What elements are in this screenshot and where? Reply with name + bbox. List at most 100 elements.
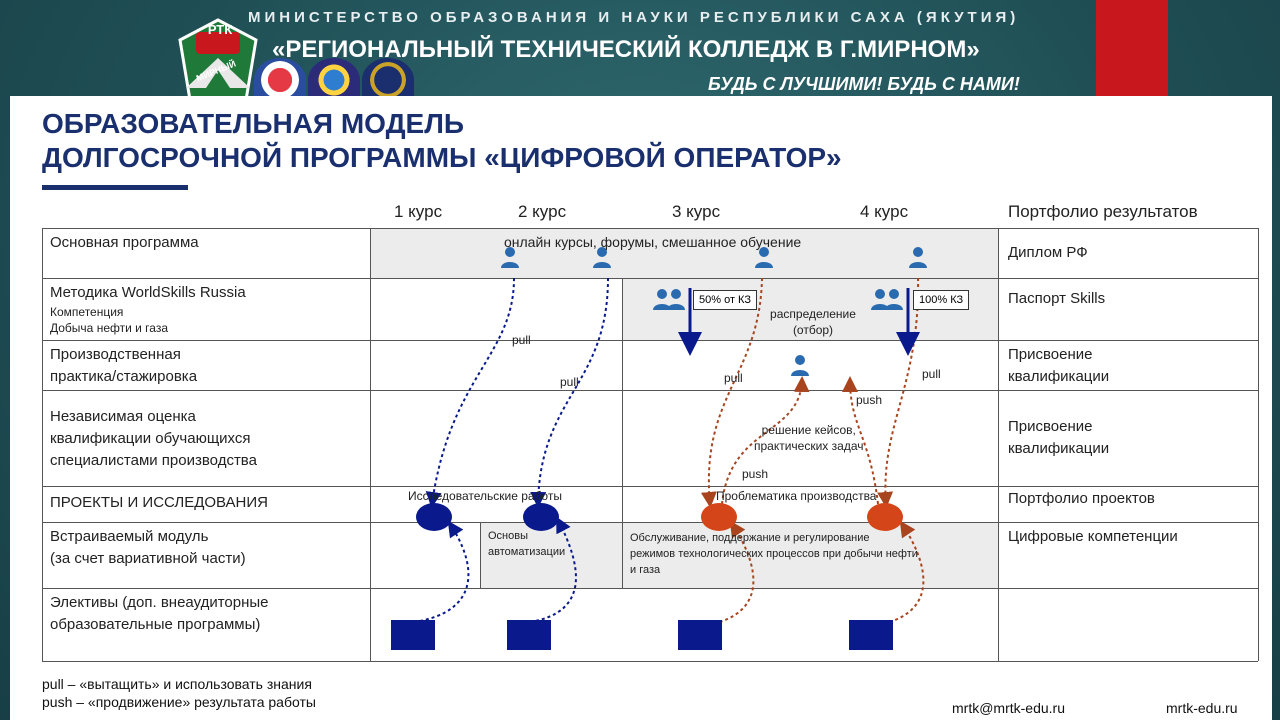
research-note: Исследовательские работы: [408, 489, 562, 503]
flow-diagram: [391, 247, 927, 650]
republic-emblem-icon: [308, 58, 360, 102]
table-row: [42, 278, 1258, 279]
problem-node-course3: [701, 503, 737, 531]
row-label-practice: Производственная практика/стажировка: [50, 344, 197, 388]
elective-block-course1: [391, 620, 435, 650]
pull-label-4: pull: [922, 367, 941, 381]
portfolio-qualification-2-line1: Присвоение: [1008, 418, 1093, 435]
row-label-worldskills-sub1: Компетенция: [50, 305, 124, 319]
ks50-box: 50% от КЗ: [693, 290, 757, 310]
push-label-1: push: [856, 393, 883, 407]
footer-site-link[interactable]: mrtk-edu.ru: [1166, 700, 1238, 716]
table-row: [42, 661, 1258, 662]
cases-line1: решение кейсов,: [761, 423, 856, 437]
automation-line1: Основы: [488, 530, 528, 542]
distribution-line2: (отбор): [792, 323, 834, 337]
portfolio-qualification-1-line2: квалификации: [1008, 368, 1110, 385]
problems-note: Проблематика производства: [716, 489, 877, 503]
table-border-right: [1258, 228, 1259, 661]
push-arrow-course3: [721, 376, 810, 505]
push-arrow-course4: [842, 376, 879, 505]
elective-block-course3: [678, 620, 722, 650]
table-divider: [622, 278, 623, 588]
portfolio-qualification-2-line2: квалификации: [1008, 440, 1110, 457]
portfolio-digital-competencies: Цифровые компетенции: [1008, 528, 1178, 545]
person-icon: [593, 247, 611, 268]
row-label-practice-line2: практика/стажировка: [50, 368, 198, 385]
pull-label-1: pull: [512, 333, 531, 347]
table-row: [42, 390, 1258, 391]
distribution-note: распределение (отбор): [768, 306, 858, 338]
cases-line2: практических задач: [754, 439, 864, 453]
service-line1: Обслуживание, поддержание и регулировани…: [630, 532, 870, 544]
problem-node-course4: [867, 503, 903, 531]
legend-pull: pull – «вытащить» и использовать знания: [42, 676, 312, 692]
service-line2: режимов технологических процессов при до…: [630, 548, 918, 560]
online-courses-note: онлайн курсы, форумы, смешанное обучение: [504, 234, 802, 250]
table-row: [42, 228, 1258, 229]
cell-main-program: [370, 228, 998, 278]
research-node-course1: [416, 503, 452, 531]
portfolio-qualification-1: Присвоение квалификации: [1008, 344, 1109, 388]
table-row: [42, 588, 1258, 589]
table-divider: [370, 228, 371, 661]
service-line3: и газа: [630, 564, 661, 576]
row-label-electives-line2: образовательные программы): [50, 616, 261, 633]
anniversary-emblem-icon: [362, 58, 414, 102]
table-row: [42, 340, 1258, 341]
portfolio-skills-passport: Паспорт Skills: [1008, 290, 1106, 307]
up-arrow-course2: [529, 516, 577, 623]
pull-label-2: pull: [560, 375, 579, 389]
pull-arrow-course2: [530, 277, 609, 508]
cases-note: решение кейсов, практических задач: [754, 422, 863, 454]
row-label-module-line1: Встраиваемый модуль: [50, 528, 209, 545]
portfolio-projects: Портфолио проектов: [1008, 490, 1155, 507]
column-header-course1: 1 курс: [394, 202, 443, 221]
slide-title-line1: ОБРАЗОВАТЕЛЬНАЯ МОДЕЛЬ: [42, 108, 464, 139]
portfolio-diploma: Диплом РФ: [1008, 244, 1088, 261]
college-title: «РЕГИОНАЛЬНЫЙ ТЕХНИЧЕСКИЙ КОЛЛЕДЖ В Г.МИ…: [272, 36, 980, 63]
slide-title-line2: ДОЛГОСРОЧНОЙ ПРОГРАММЫ «ЦИФРОВОЙ ОПЕРАТО…: [42, 142, 842, 173]
up-arrow-course1: [413, 520, 470, 623]
row-label-module: Встраиваемый модуль (за счет вариативной…: [50, 526, 246, 570]
row-label-practice-line1: Производственная: [50, 346, 181, 363]
footer-email-link[interactable]: mrtk@mrtk-edu.ru: [952, 700, 1065, 716]
slide-panel: ОБРАЗОВАТЕЛЬНАЯ МОДЕЛЬ ДОЛГОСРОЧНОЙ ПРОГ…: [10, 96, 1272, 720]
table-divider: [998, 228, 999, 661]
column-header-course3: 3 курс: [672, 202, 721, 221]
row-label-assessment-line2: квалификации обучающихся: [50, 430, 251, 447]
row-label-module-line2: (за счет вариативной части): [50, 550, 246, 567]
row-label-worldskills-sub2: Добыча нефти и газа: [50, 321, 169, 335]
column-header-course4: 4 курс: [860, 202, 909, 221]
table-divider: [480, 522, 481, 588]
automation-note: Основы автоматизации: [488, 528, 565, 560]
distribution-line1: распределение: [770, 307, 856, 321]
portfolio-qualification-2: Присвоение квалификации: [1008, 416, 1109, 460]
row-label-assessment: Независимая оценка квалификации обучающи…: [50, 406, 257, 472]
legend-push: push – «продвижение» результата работы: [42, 694, 316, 710]
group-icon: [871, 289, 903, 310]
person-icon: [501, 247, 519, 268]
row-label-worldskills-title: Методика WorldSkills Russia: [50, 284, 246, 301]
pull-arrow-course4: [877, 277, 920, 508]
automation-line2: автоматизации: [488, 546, 566, 558]
ministry-title: МИНИСТЕРСТВО ОБРАЗОВАНИЯ И НАУКИ РЕСПУБЛ…: [248, 9, 1020, 26]
row-label-electives: Элективы (доп. внеаудиторные образовател…: [50, 592, 269, 636]
column-header-course2: 2 курс: [518, 202, 567, 221]
table-row: [42, 522, 1258, 523]
row-label-assessment-line1: Независимая оценка: [50, 408, 196, 425]
research-node-course2: [523, 503, 559, 531]
person-icon: [791, 355, 809, 376]
person-icon: [909, 247, 927, 268]
row-label-worldskills: Методика WorldSkills Russia Компетенция …: [50, 282, 246, 336]
logo-text-top: РТК: [207, 22, 233, 37]
group-icon: [653, 289, 685, 310]
header-red-bar: [1096, 0, 1168, 96]
pull-label-3: pull: [724, 371, 743, 385]
person-icon: [755, 247, 773, 268]
push-label-2: push: [742, 467, 769, 481]
college-slogan: БУДЬ С ЛУЧШИМИ! БУДЬ С НАМИ!: [708, 74, 1020, 94]
elective-block-course2: [507, 620, 551, 650]
row-label-assessment-line3: специалистами производства: [50, 452, 257, 469]
title-underline: [42, 185, 188, 190]
